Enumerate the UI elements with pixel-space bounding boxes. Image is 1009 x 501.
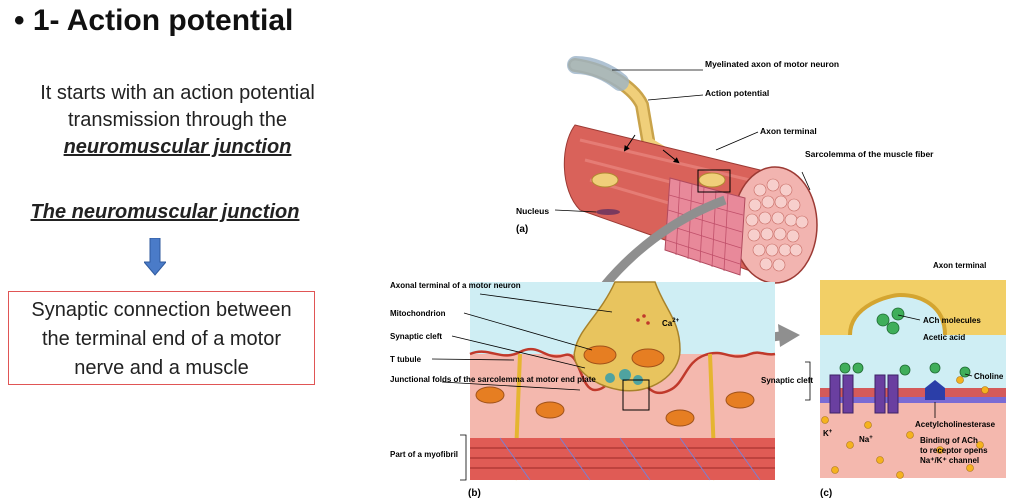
label-synaptic-cleft-b: Synaptic cleft <box>390 332 442 341</box>
panel-b-illustration <box>469 281 776 481</box>
nmj-subheading: The neuromuscular junction <box>30 201 300 223</box>
label-axonal-terminal: Axonal terminal of a motor neuron <box>390 281 521 290</box>
label-acetic-acid: Acetic acid <box>923 333 965 342</box>
label-junctional-folds: Junctional folds of the sarcolemma at mo… <box>390 375 596 384</box>
nmj-figure: Myelinated axon of motor neuron Action p… <box>390 56 1006 499</box>
label-na-ion: Na+ <box>859 435 873 444</box>
label-myofibril: Part of a myofibril <box>390 450 458 459</box>
label-k-ion: K+ <box>823 429 833 438</box>
label-t-tubule: T tubule <box>390 355 422 364</box>
label-axon-terminal-a: Axon terminal <box>760 126 817 136</box>
label-acetylcholinesterase: Acetylcholinesterase <box>915 420 996 429</box>
definition-box: Synaptic connection between the terminal… <box>8 291 315 385</box>
definition-line-2: the terminal end of a motor <box>41 328 281 350</box>
panel-c-label: (c) <box>820 488 832 499</box>
zoom-arrow-b-to-c <box>778 324 800 347</box>
label-choline: Choline <box>974 372 1004 381</box>
intro-emphasis: neuromuscular junction <box>63 136 292 158</box>
panel-c-illustration <box>820 280 1006 479</box>
label-binding: Binding of ACh to receptor opens Na⁺/K⁺ … <box>920 436 990 465</box>
label-nucleus: Nucleus <box>516 206 549 216</box>
panel-b-label: (b) <box>468 488 481 499</box>
down-arrow-icon <box>144 238 166 276</box>
label-synaptic-cleft-c: Synaptic cleft <box>761 376 813 385</box>
label-action-potential: Action potential <box>705 88 769 98</box>
panel-a-illustration <box>563 56 818 284</box>
definition-line-1: Synaptic connection between <box>31 299 292 321</box>
intro-text: It starts with an action potential trans… <box>0 80 355 161</box>
intro-line-2: transmission through the <box>67 109 287 131</box>
intro-line-1: It starts with an action potential <box>40 82 315 104</box>
label-ach-molecules: ACh molecules <box>923 316 981 325</box>
definition-line-3: nerve and a muscle <box>74 357 249 379</box>
label-myelinated-axon: Myelinated axon of motor neuron <box>705 59 839 69</box>
label-sarcolemma: Sarcolemma of the muscle fiber <box>805 149 934 159</box>
label-ca: Ca2+ <box>662 318 680 328</box>
label-mitochondrion: Mitochondrion <box>390 309 446 318</box>
label-axon-terminal-c: Axon terminal <box>933 261 986 270</box>
slide-title: • 1- Action potential <box>14 4 294 37</box>
panel-a-label: (a) <box>516 224 528 235</box>
